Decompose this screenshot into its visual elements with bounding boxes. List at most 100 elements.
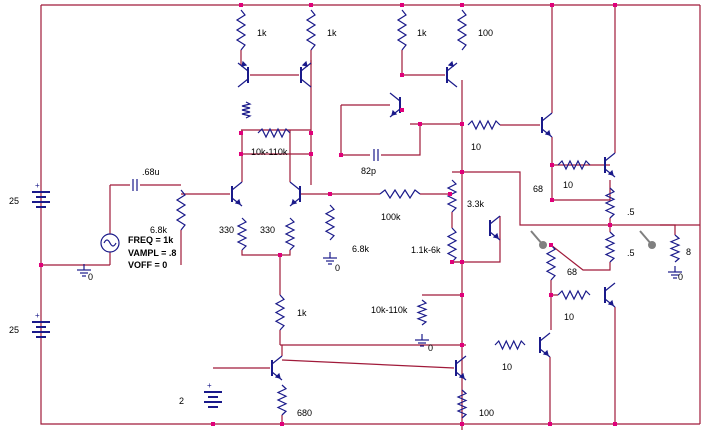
- resistor: [241, 101, 252, 119]
- junction-node: [309, 152, 313, 156]
- junction-node: [278, 253, 282, 257]
- emitter-resistor-bottom-label: .5: [627, 248, 635, 258]
- resistor: [557, 159, 591, 171]
- resistor-zigzag: [257, 127, 291, 139]
- resistor: [446, 227, 458, 263]
- resistor: [604, 187, 616, 219]
- labels: 25 25 2 FREQ = 1k VAMPL = .8 VOFF = 0 .6…: [9, 28, 691, 418]
- input-capacitor-label: .68u: [142, 167, 160, 177]
- transistor-arrow: [291, 198, 298, 205]
- resistor: [276, 384, 288, 416]
- junction-node: [239, 3, 243, 7]
- transistor: [455, 355, 467, 381]
- transistor-arrow: [274, 372, 281, 379]
- resistor: [467, 119, 501, 131]
- transistor-collector: [289, 181, 301, 191]
- transistor-emitter: [237, 78, 249, 88]
- junction-node: [613, 422, 617, 426]
- components: + + +: [32, 9, 682, 419]
- resistor: [324, 204, 336, 241]
- transistor: [289, 181, 301, 207]
- resistor: [416, 299, 428, 326]
- sine-source: [100, 233, 120, 253]
- capacitor: [373, 149, 379, 161]
- transistor-arrow: [447, 60, 454, 67]
- junction-node: [460, 343, 464, 347]
- junction-node: [548, 422, 552, 426]
- resistor-zigzag: [467, 119, 501, 131]
- current-source-resistor-label: 680: [297, 408, 312, 418]
- battery: +: [204, 381, 222, 408]
- transistor-collector: [455, 355, 467, 365]
- junction-node: [460, 260, 464, 264]
- sine-wave: [103, 239, 117, 247]
- junction-node: [550, 3, 554, 7]
- junction-node: [339, 153, 343, 157]
- junction-node: [280, 422, 284, 426]
- battery: +: [32, 311, 50, 338]
- transistor: [446, 60, 458, 88]
- transistor-arrow: [241, 60, 248, 67]
- transistor-arrow: [544, 129, 551, 136]
- wire: [550, 280, 558, 296]
- ground-symbol: [415, 334, 429, 347]
- probe-tip: [539, 241, 547, 249]
- junction-node: [460, 3, 464, 7]
- load-resistor-label: 8: [686, 247, 691, 257]
- transistor-collector: [271, 355, 283, 365]
- source-offset: VOFF = 0: [128, 260, 167, 270]
- transistor-arrow: [607, 299, 614, 306]
- ground-symbol: [668, 266, 682, 279]
- wire: [381, 124, 421, 156]
- ground-load-label: 0: [678, 272, 683, 282]
- transistor: [231, 181, 243, 207]
- junction-node: [549, 243, 553, 247]
- transistor: [271, 355, 283, 381]
- source-amplitude: VAMPL = .8: [128, 248, 176, 258]
- transistor: [389, 92, 401, 118]
- probe-tip: [648, 241, 656, 249]
- junction-node: [613, 3, 617, 7]
- emitter-resistor-top-label: .5: [627, 207, 635, 217]
- vas-top-100-label: 100: [478, 28, 493, 38]
- lower-supply-voltage: 25: [9, 325, 19, 335]
- bias-upper-resistor-label: 3.3k: [467, 199, 485, 209]
- transistor-collector: [541, 112, 553, 122]
- wire: [40, 5, 700, 425]
- wire: [452, 171, 700, 226]
- resistor-zigzag: [175, 189, 187, 231]
- junction-node: [211, 422, 215, 426]
- junction-node: [400, 3, 404, 7]
- junction-node: [418, 122, 422, 126]
- resistor: [396, 9, 408, 51]
- mirror-top-right-label: 1k: [327, 28, 337, 38]
- junction-node: [309, 3, 313, 7]
- battery-plus-sign: +: [35, 181, 40, 190]
- ground-symbol: [323, 252, 337, 265]
- junction-node: [460, 293, 464, 297]
- resistor-zigzag: [494, 339, 526, 351]
- junction-node: [450, 260, 454, 264]
- upper-supply-voltage: 25: [9, 196, 19, 206]
- junction-node: [448, 192, 452, 196]
- resistor-zigzag: [545, 244, 557, 281]
- driver-resistor-bottom-label: 10: [502, 362, 512, 372]
- resistor-zigzag: [305, 9, 317, 51]
- wire: [281, 359, 455, 369]
- resistor: [456, 389, 468, 419]
- junction-node: [460, 170, 464, 174]
- resistor-zigzag: [669, 234, 681, 263]
- transistor-collector: [389, 92, 401, 102]
- lower-pot-label: 10k-110k: [371, 305, 408, 315]
- vas-top-resistor-label: 1k: [417, 28, 427, 38]
- transistor-collector: [237, 62, 249, 72]
- ground-symbol: [77, 264, 91, 277]
- resistor-zigzag: [446, 227, 458, 263]
- resistor-zigzag: [416, 299, 428, 326]
- resistor-zigzag: [456, 9, 468, 51]
- junction-node: [550, 198, 554, 202]
- battery-plus-sign: +: [35, 311, 40, 320]
- degeneration-pot-label: 10k-110k: [251, 147, 288, 157]
- resistor: [669, 234, 681, 263]
- junction-node: [400, 73, 404, 77]
